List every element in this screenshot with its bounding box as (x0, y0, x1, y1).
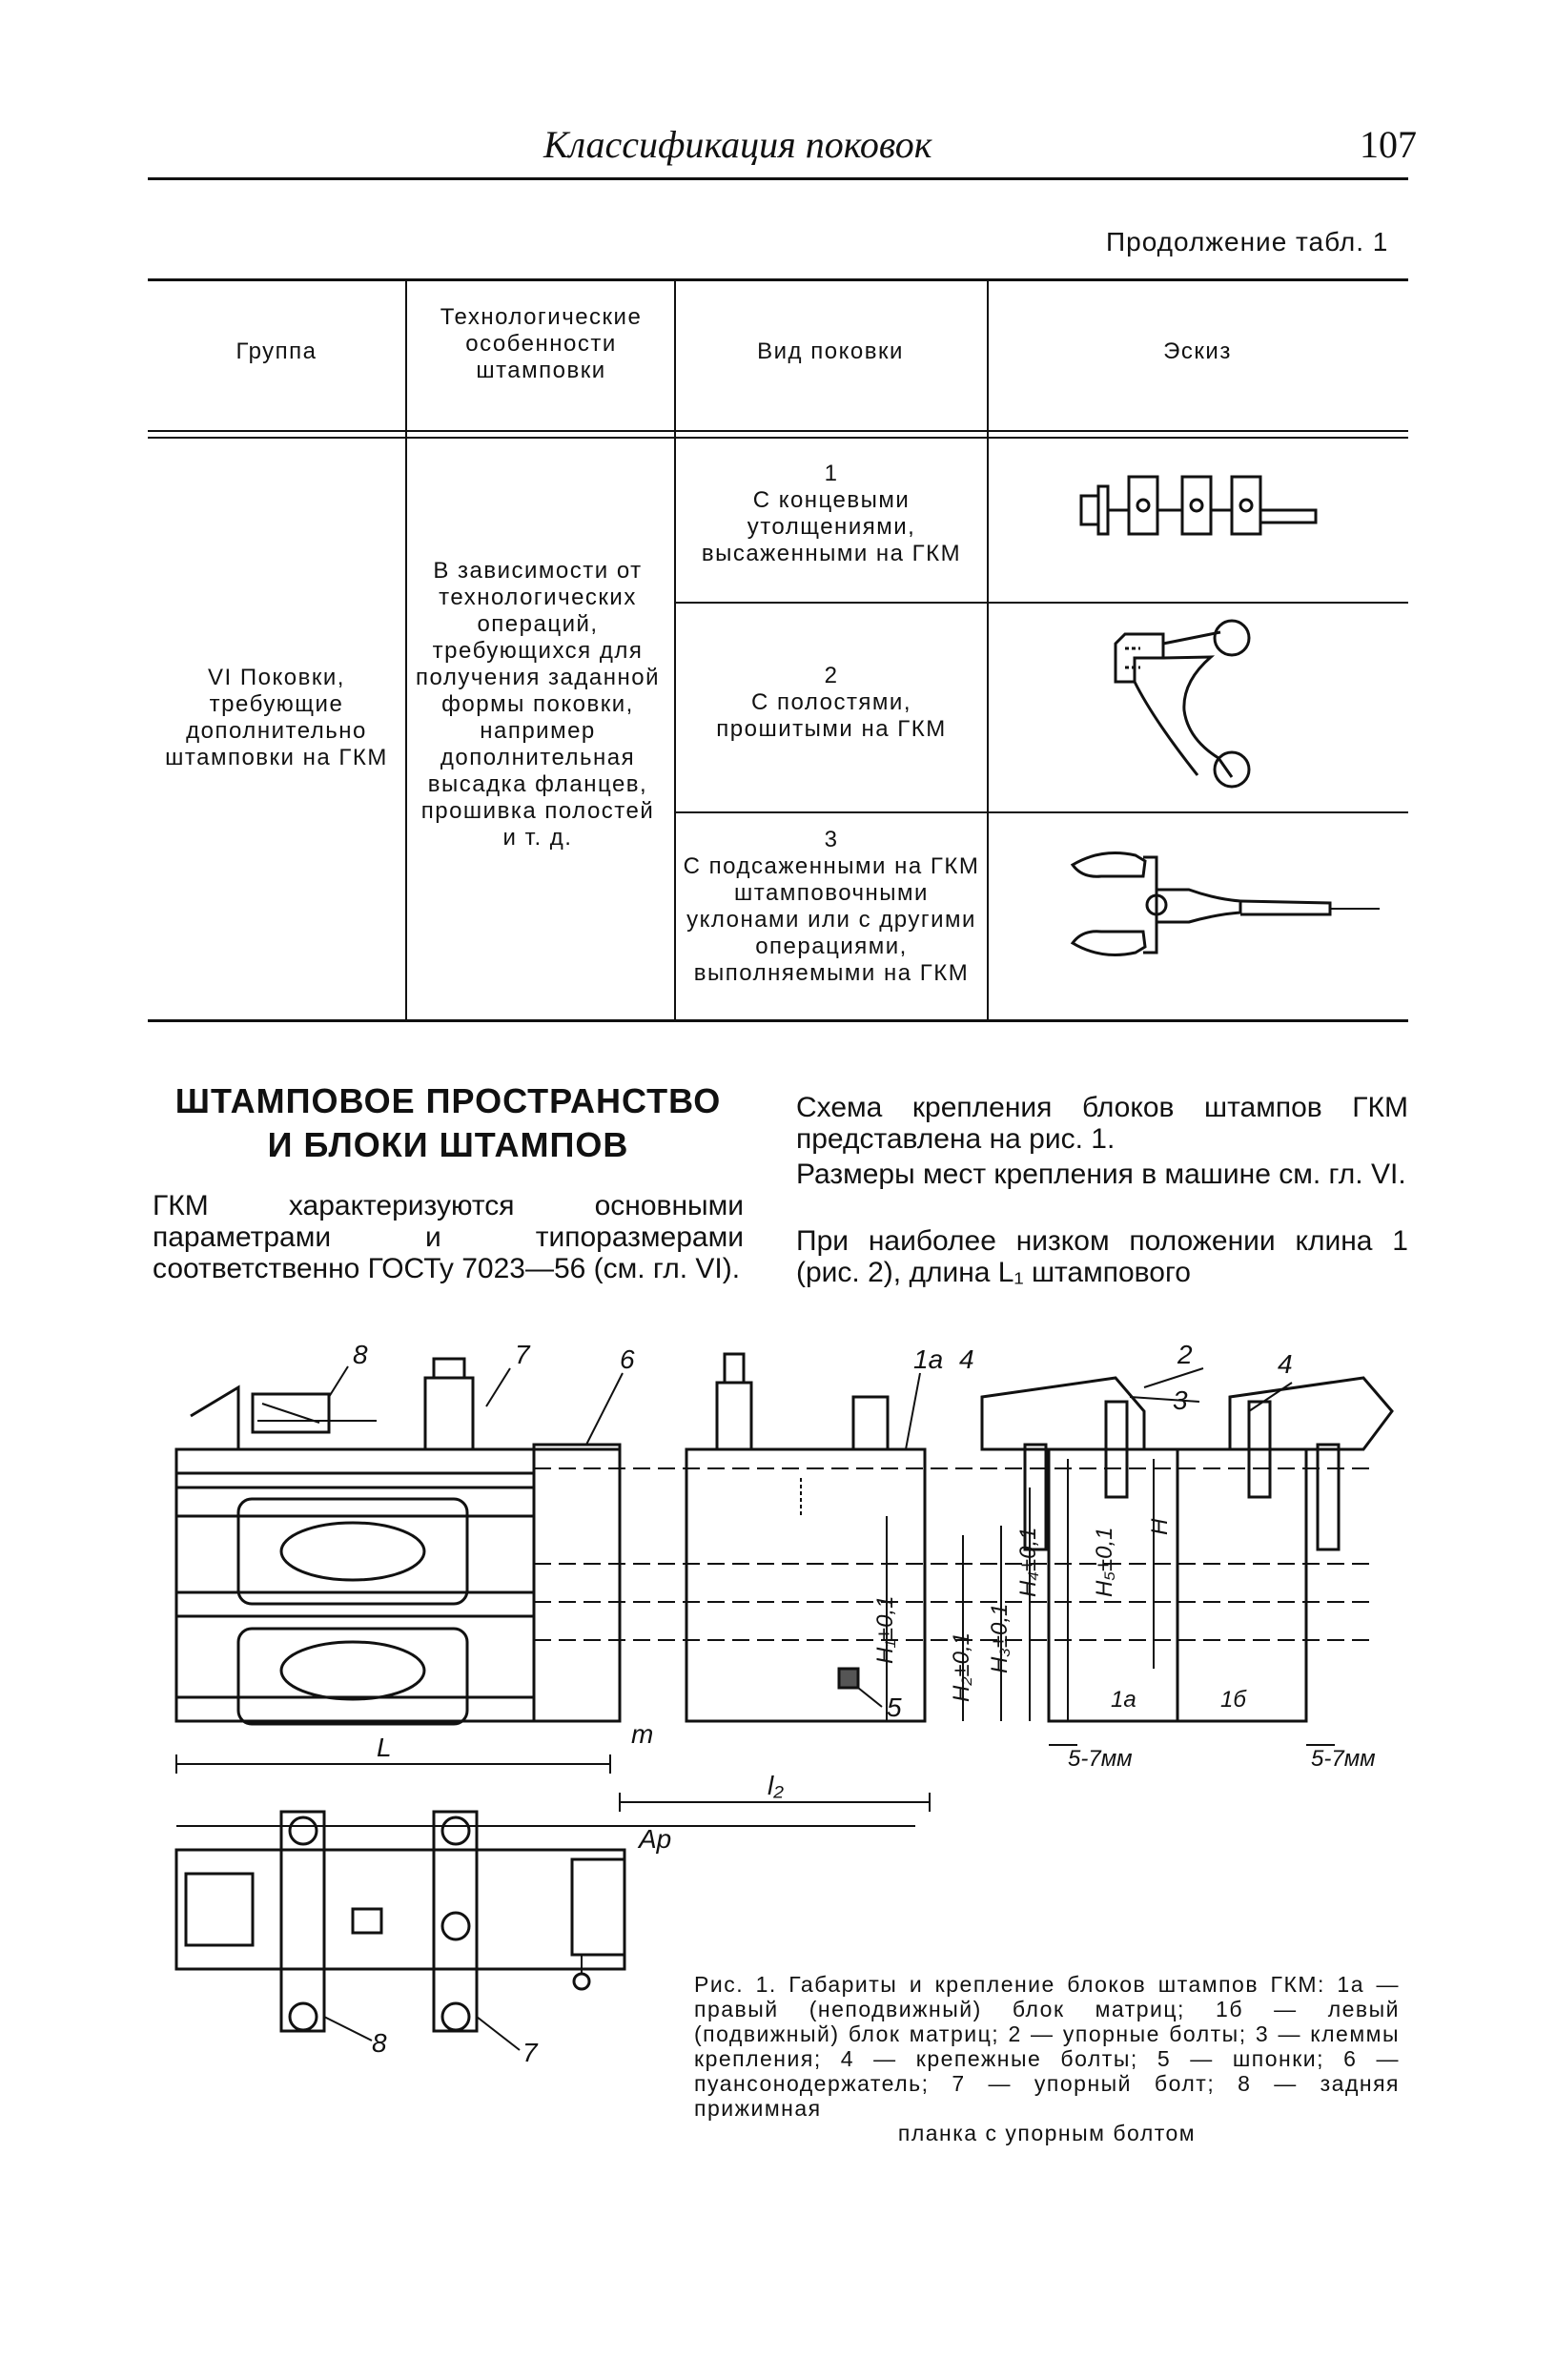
label-l2: l₂ (768, 1771, 784, 1800)
punch-holder-6 (532, 1443, 622, 1723)
label-4-left: 4 (959, 1344, 974, 1374)
label-2: 2 (1177, 1340, 1193, 1369)
label-4-right: 4 (1278, 1349, 1293, 1379)
col-divider (987, 281, 989, 1019)
col-header-tech: Технологические особенности штамповки (440, 304, 643, 383)
col-header-sketch: Эскиз (1163, 339, 1232, 364)
running-header-title: Классификация поковок (543, 123, 932, 166)
page-number: 107 (1360, 123, 1417, 166)
row-kind: С полостями, прошитыми на ГКМ (716, 689, 947, 742)
clamp-left (980, 1376, 1146, 1451)
label-7: 7 (515, 1340, 531, 1369)
row-number: 2 (824, 663, 839, 688)
label-Ap: Aр (637, 1824, 671, 1854)
kind-row-1: 1 С концевыми утолщениями, высаженными н… (682, 461, 981, 567)
caption-last-line: планка с упорным болтом (897, 2121, 1197, 2145)
block-1a-front (685, 1447, 927, 1723)
label-H4: H₄±0,1 (1015, 1528, 1041, 1598)
label-8: 8 (353, 1340, 368, 1369)
table-continuation-label: Продолжение табл. 1 (1106, 227, 1389, 256)
stop-bolt-7 (423, 1376, 475, 1451)
label-1a: 1а (913, 1344, 943, 1374)
side-view-body (174, 1447, 622, 1723)
header-rule (148, 177, 1408, 180)
caption-text: Рис. 1. Габариты и крепление блоков штам… (694, 1972, 1400, 2121)
kind-row-2: 2 С полостями, прошитыми на ГКМ (682, 663, 981, 743)
label-gap-2: 5-7мм (1311, 1746, 1376, 1772)
plan-view-body (174, 1848, 626, 1971)
label-H5: H₅±0,1 (1092, 1527, 1117, 1597)
row-divider (674, 811, 1408, 813)
sketch-end-upset-forging (1079, 475, 1318, 536)
header-divider (148, 437, 1408, 439)
label-H: H (1147, 1518, 1173, 1535)
label-H3: H₃±0,1 (987, 1604, 1013, 1673)
label-plan-7: 7 (522, 2038, 539, 2067)
section-title: ШТАМПОВОЕ ПРОСТРАНСТВО И БЛОКИ ШТАМПОВ (174, 1081, 722, 1164)
label-gap-1: 5-7мм (1068, 1746, 1133, 1772)
label-H2: H₂±0,1 (949, 1632, 974, 1702)
label-block-1b: 1б (1220, 1687, 1247, 1713)
label-3: 3 (1173, 1385, 1188, 1415)
row-number: 1 (824, 461, 839, 486)
label-H1: H₁±0,1 (872, 1596, 898, 1664)
label-block-1a: 1а (1111, 1687, 1136, 1713)
label-plan-8: 8 (372, 2028, 387, 2058)
classification-table: Группа Технологические особенности штамп… (148, 278, 1408, 1022)
figure-die-block-mounting: 8 7 6 1а 4 2 3 4 5 m L l₂ Aр H₅±0,1 H₄±0… (174, 1340, 1394, 2067)
label-m: m (631, 1719, 653, 1749)
tech-cell: В зависимости от технологических операци… (416, 558, 660, 851)
label-L: L (377, 1733, 392, 1762)
clamp-right (1228, 1376, 1394, 1451)
sketch-pierced-cavity-forging (1114, 619, 1251, 789)
col-header-kind: Вид поковки (757, 339, 904, 364)
row-divider (674, 602, 1408, 604)
paragraph-gkm-params: ГКМ характеризуются основными параметрам… (153, 1190, 744, 1284)
paragraph-dimensions: Размеры мест крепления в машине см. гл. … (796, 1159, 1406, 1190)
col-divider (674, 281, 676, 1019)
col-divider (405, 281, 407, 1019)
label-5: 5 (887, 1693, 902, 1722)
sketch-upset-draft-forging (1070, 851, 1380, 956)
header-divider (148, 430, 1408, 432)
col-header-group: Группа (235, 339, 317, 364)
paragraph-scheme: Схема крепления блоков штампов ГКМ предс… (796, 1092, 1408, 1155)
row-kind: С концевыми утолщениями, высаженными на … (701, 487, 962, 566)
row-kind: С подсаженными на ГКМ штамповочными укло… (683, 853, 980, 986)
label-6: 6 (620, 1344, 635, 1374)
figure-caption: Рис. 1. Габариты и крепление блоков штам… (694, 1972, 1400, 2145)
group-cell: VI Поковки, требующие дополнительно штам… (165, 665, 388, 770)
kind-row-3: 3 С подсаженными на ГКМ штамповочными ук… (682, 827, 981, 987)
paragraph-wedge: При наиболее низком положении клина 1 (р… (796, 1225, 1408, 1288)
row-number: 3 (824, 827, 839, 852)
